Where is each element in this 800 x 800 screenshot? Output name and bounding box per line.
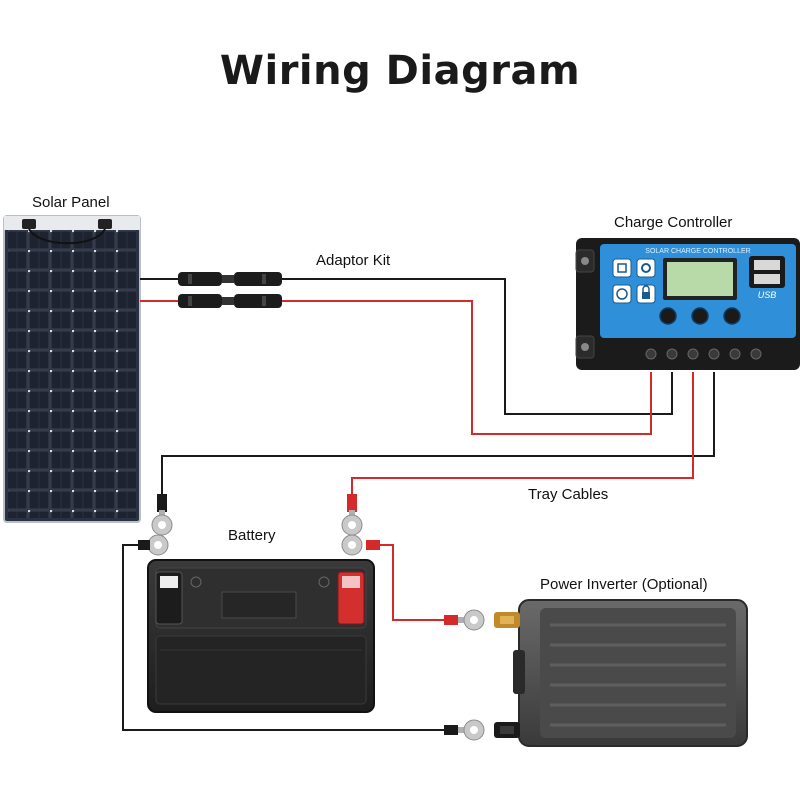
mc4-connector-negative: [178, 272, 282, 286]
controller-terminals: [645, 348, 762, 360]
ring-terminal-battery-negative: [151, 494, 173, 536]
battery: [147, 559, 375, 713]
mc4-connector-positive: [178, 294, 282, 308]
inverter-side-panel: [513, 650, 525, 694]
battery-label-plate: [221, 591, 297, 619]
solar-panel-label: Solar Panel: [32, 194, 110, 211]
panel-wires: [140, 278, 673, 435]
power-inverter-label: Power Inverter (Optional): [540, 576, 708, 593]
controller-button-middle: [691, 307, 709, 325]
adaptor-kit-connectors: [178, 272, 282, 308]
adaptor-kit-label: Adaptor Kit: [316, 252, 391, 269]
inverter-wires: [122, 544, 444, 731]
gear-icon: [636, 258, 656, 278]
controller-button-left: [659, 307, 677, 325]
battery-minus-mark: [190, 576, 202, 588]
ring-terminal-battery-positive: [341, 494, 363, 536]
controller-header-text: SOLAR CHARGE CONTROLLER: [645, 248, 750, 255]
ring-terminal-inverter-positive: [444, 609, 485, 631]
battery-label: Battery: [228, 527, 276, 544]
junction-box-negative: [22, 219, 36, 229]
controller-button-right: [723, 307, 741, 325]
junction-box-positive: [98, 219, 112, 229]
menu-square-icon: [612, 258, 632, 278]
battery-wires: [161, 372, 715, 500]
lcd-screen: [667, 262, 733, 296]
tray-cables-label: Tray Cables: [528, 486, 609, 503]
ring-terminal-inverter-positive-battery-side: [341, 534, 380, 556]
charge-controller: SOLAR CHARGE CONTROLLER USB: [575, 238, 800, 370]
solar-panel: [3, 215, 141, 523]
battery-plus-mark: [318, 576, 330, 588]
ring-terminal-inverter-negative-battery-side: [138, 534, 169, 556]
page-title: Wiring Diagram: [219, 48, 581, 94]
usb-label: USB: [758, 290, 777, 300]
ring-terminal-inverter-negative: [444, 719, 485, 741]
power-inverter: [494, 599, 748, 747]
charge-controller-label: Charge Controller: [614, 214, 733, 231]
clock-icon: [612, 284, 632, 304]
